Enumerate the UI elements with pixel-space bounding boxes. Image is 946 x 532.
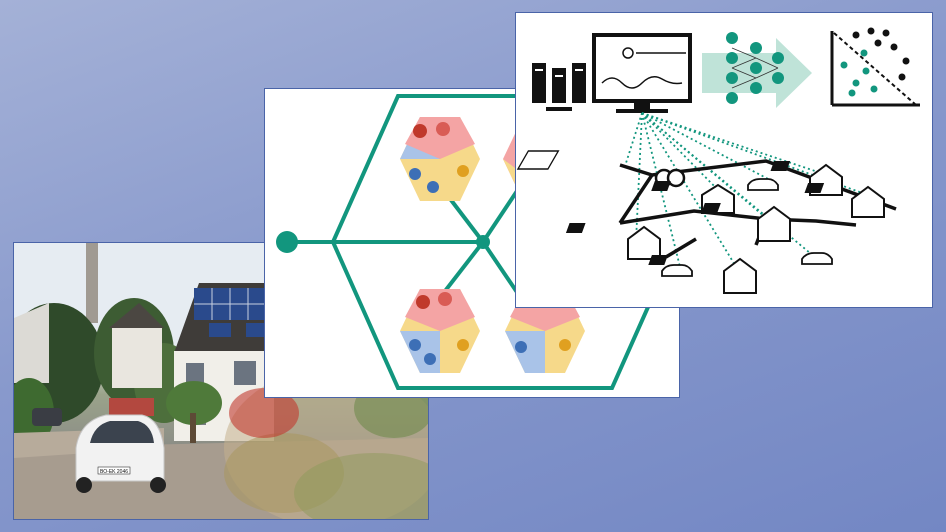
scatter-plot-icon	[832, 28, 920, 106]
monitor-chart-icon	[594, 35, 690, 113]
node-dot-left	[276, 231, 298, 253]
neural-network-icon	[702, 32, 812, 108]
node-dot-center	[476, 235, 490, 249]
microgrid-cell-top-left	[400, 117, 480, 201]
smart-grid-diagram	[516, 13, 933, 308]
license-plate: BO-EK 2046	[100, 469, 128, 475]
server-icon	[532, 63, 586, 111]
microgrid-cell-bottom-left	[400, 289, 480, 373]
solar-panel-icon	[566, 161, 824, 265]
transformer-icon	[518, 151, 684, 186]
electric-car: BO-EK 2046	[76, 415, 166, 493]
smart-grid-ai-panel	[515, 12, 933, 308]
chimney	[86, 243, 98, 323]
ev-car-icon	[662, 179, 832, 276]
